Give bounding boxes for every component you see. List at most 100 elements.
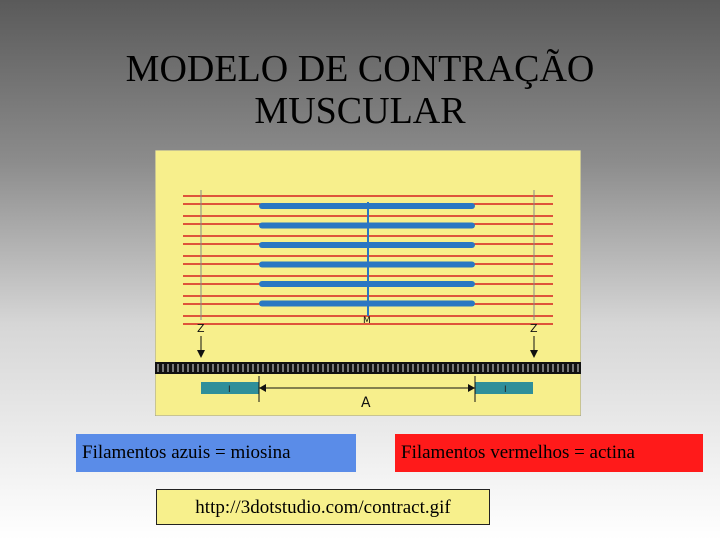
band-tick	[317, 364, 319, 372]
band-tick	[557, 364, 559, 372]
band-tick	[402, 364, 404, 372]
band-tick	[577, 364, 579, 372]
band-tick	[302, 364, 304, 372]
band-tick	[327, 364, 329, 372]
band-tick	[527, 364, 529, 372]
band-tick	[347, 364, 349, 372]
band-tick	[382, 364, 384, 372]
band-tick	[192, 364, 194, 372]
band-tick	[157, 364, 159, 372]
band-tick	[377, 364, 379, 372]
band-tick	[227, 364, 229, 372]
band-tick	[572, 364, 574, 372]
band-tick	[407, 364, 409, 372]
band-tick	[417, 364, 419, 372]
source-url[interactable]: http://3dotstudio.com/contract.gif	[156, 489, 490, 525]
band-tick	[477, 364, 479, 372]
band-tick	[507, 364, 509, 372]
band-tick	[287, 364, 289, 372]
myosin-filament	[259, 222, 475, 229]
band-tick	[257, 364, 259, 372]
z-label-left: Z	[197, 322, 205, 335]
band-tick	[512, 364, 514, 372]
myosin-filament	[259, 261, 475, 268]
band-tick	[422, 364, 424, 372]
band-tick	[322, 364, 324, 372]
band-tick	[532, 364, 534, 372]
band-tick	[202, 364, 204, 372]
i-band-left	[201, 382, 259, 394]
band-tick	[412, 364, 414, 372]
title-line-1: MODELO DE CONTRAÇÃO	[125, 48, 595, 90]
band-tick	[277, 364, 279, 372]
band-tick	[372, 364, 374, 372]
band-tick	[397, 364, 399, 372]
myosin-legend: Filamentos azuis = miosina	[76, 434, 356, 472]
band-tick	[247, 364, 249, 372]
band-tick	[497, 364, 499, 372]
band-tick	[332, 364, 334, 372]
band-tick	[232, 364, 234, 372]
band-tick	[197, 364, 199, 372]
band-tick	[212, 364, 214, 372]
band-tick	[207, 364, 209, 372]
band-tick	[567, 364, 569, 372]
band-tick	[337, 364, 339, 372]
band-tick	[242, 364, 244, 372]
band-tick	[492, 364, 494, 372]
band-tick	[542, 364, 544, 372]
band-tick	[437, 364, 439, 372]
band-tick	[522, 364, 524, 372]
band-tick	[467, 364, 469, 372]
myosin-filament	[259, 300, 475, 307]
band-tick	[447, 364, 449, 372]
i-band-right	[475, 382, 533, 394]
band-tick	[442, 364, 444, 372]
band-tick	[482, 364, 484, 372]
band-tick	[252, 364, 254, 372]
i-label-left: I	[228, 385, 231, 395]
m-label: M	[363, 316, 371, 326]
sarcomere-diagram: Z M Z I I A	[155, 150, 581, 416]
band-tick	[392, 364, 394, 372]
band-tick	[162, 364, 164, 372]
band-tick	[362, 364, 364, 372]
band-tick	[562, 364, 564, 372]
band-tick	[297, 364, 299, 372]
band-tick	[187, 364, 189, 372]
a-label: A	[361, 395, 371, 411]
myosin-filament	[259, 203, 475, 209]
band-tick	[502, 364, 504, 372]
band-tick	[462, 364, 464, 372]
band-tick	[472, 364, 474, 372]
band-tick	[352, 364, 354, 372]
band-tick	[167, 364, 169, 372]
band-tick	[457, 364, 459, 372]
band-tick	[272, 364, 274, 372]
i-label-right: I	[504, 385, 507, 395]
band-tick	[182, 364, 184, 372]
band-tick	[262, 364, 264, 372]
band-tick	[517, 364, 519, 372]
z-label-right: Z	[530, 322, 538, 335]
band-tick	[367, 364, 369, 372]
band-tick	[217, 364, 219, 372]
band-tick	[282, 364, 284, 372]
band-tick	[537, 364, 539, 372]
slide-title: MODELO DE CONTRAÇÃO MUSCULAR	[60, 48, 660, 132]
band-tick	[387, 364, 389, 372]
band-tick	[222, 364, 224, 372]
band-tick	[432, 364, 434, 372]
myosin-filament	[259, 242, 475, 248]
band-tick	[172, 364, 174, 372]
actin-legend: Filamentos vermelhos = actina	[395, 434, 703, 472]
band-tick	[552, 364, 554, 372]
band-tick	[267, 364, 269, 372]
myosin-filaments	[259, 203, 475, 307]
myosin-filament	[259, 281, 475, 287]
band-tick	[177, 364, 179, 372]
band-tick	[547, 364, 549, 372]
band-tick	[312, 364, 314, 372]
band-tick	[237, 364, 239, 372]
band-tick	[307, 364, 309, 372]
